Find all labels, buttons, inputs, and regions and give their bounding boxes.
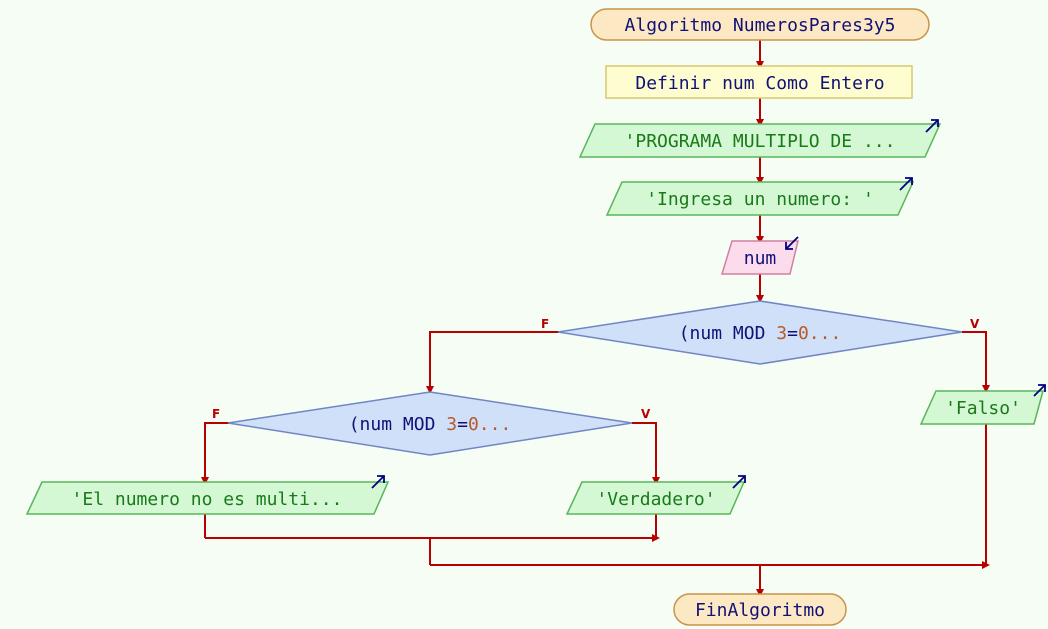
output-arrow-icon <box>371 475 385 489</box>
decision-2[interactable]: (num MOD 3=0... <box>227 391 633 456</box>
write-verdadero-label: 'Verdadero' <box>596 489 715 510</box>
output-arrow-icon <box>1033 384 1046 397</box>
arrow-cond1-false <box>426 331 560 394</box>
read-num-label: num <box>744 248 777 269</box>
define-label: Definir num Como Entero <box>635 73 884 94</box>
input-arrow-icon <box>785 236 799 250</box>
decision-2-condition: (num MOD 3=0... <box>349 414 512 435</box>
decision-2-true-label: V <box>641 407 651 421</box>
define-node[interactable]: Definir num Como Entero <box>605 65 913 99</box>
arrow-cond2-true <box>632 422 660 485</box>
read-num-node[interactable]: num <box>720 236 799 275</box>
arrow-cond2-false <box>201 422 230 485</box>
decision-1[interactable]: (num MOD 3=0... <box>557 300 963 365</box>
end-label: FinAlgoritmo <box>695 600 825 621</box>
output-arrow-icon <box>925 119 939 133</box>
write-programa-node[interactable]: 'PROGRAMA MULTIPLO DE ... <box>578 119 942 158</box>
arrow-cond1-true <box>962 331 990 393</box>
write-falso-node[interactable]: 'Falso' <box>919 384 1046 425</box>
write-falso-label: 'Falso' <box>945 398 1021 419</box>
write-no-multi-label: 'El numero no es multi... <box>72 489 343 510</box>
decision-1-true-label: V <box>970 317 980 331</box>
connectors <box>201 40 990 597</box>
write-no-multi-node[interactable]: 'El numero no es multi... <box>25 475 390 515</box>
write-verdadero-node[interactable]: 'Verdadero' <box>565 475 746 515</box>
start-node[interactable]: Algoritmo NumerosPares3y5 <box>590 8 930 41</box>
decision-2-false-label: F <box>212 407 220 421</box>
decision-1-false-label: F <box>541 317 549 331</box>
write-ingresa-node[interactable]: 'Ingresa un numero: ' <box>605 177 915 216</box>
output-arrow-icon <box>899 177 913 191</box>
write-ingresa-label: 'Ingresa un numero: ' <box>646 189 874 210</box>
decision-1-condition: (num MOD 3=0... <box>679 323 842 344</box>
write-programa-label: 'PROGRAMA MULTIPLO DE ... <box>625 131 896 152</box>
output-arrow-icon <box>732 475 746 489</box>
start-label: Algoritmo NumerosPares3y5 <box>625 15 896 36</box>
end-node[interactable]: FinAlgoritmo <box>673 593 847 626</box>
